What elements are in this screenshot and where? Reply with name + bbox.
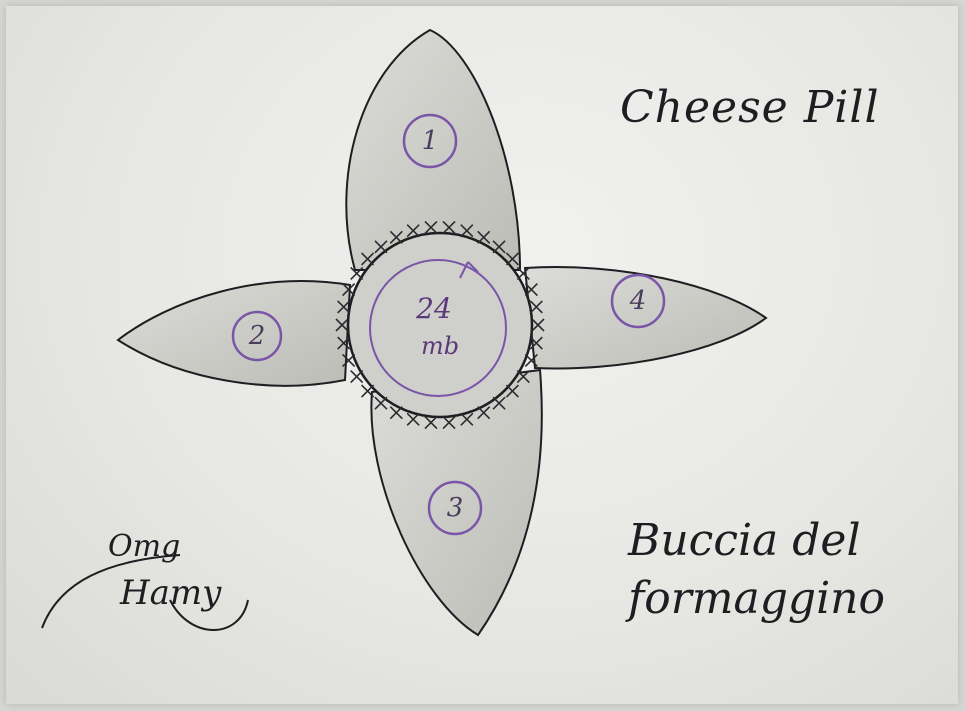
center-size-value: 24 bbox=[384, 292, 484, 325]
petal-number-1: 1 bbox=[410, 121, 450, 161]
signature-line-2: Hamy bbox=[120, 576, 221, 610]
signature-line-1: Omg bbox=[108, 532, 180, 562]
drawing-caption: Buccia del formaggino bbox=[628, 512, 928, 628]
petal-number-2: 2 bbox=[237, 316, 277, 356]
petal-number-3: 3 bbox=[435, 488, 475, 528]
petal-number-4: 4 bbox=[618, 281, 658, 321]
center-size-unit: mb bbox=[400, 332, 480, 360]
drawing-title: Cheese Pill bbox=[620, 86, 880, 130]
